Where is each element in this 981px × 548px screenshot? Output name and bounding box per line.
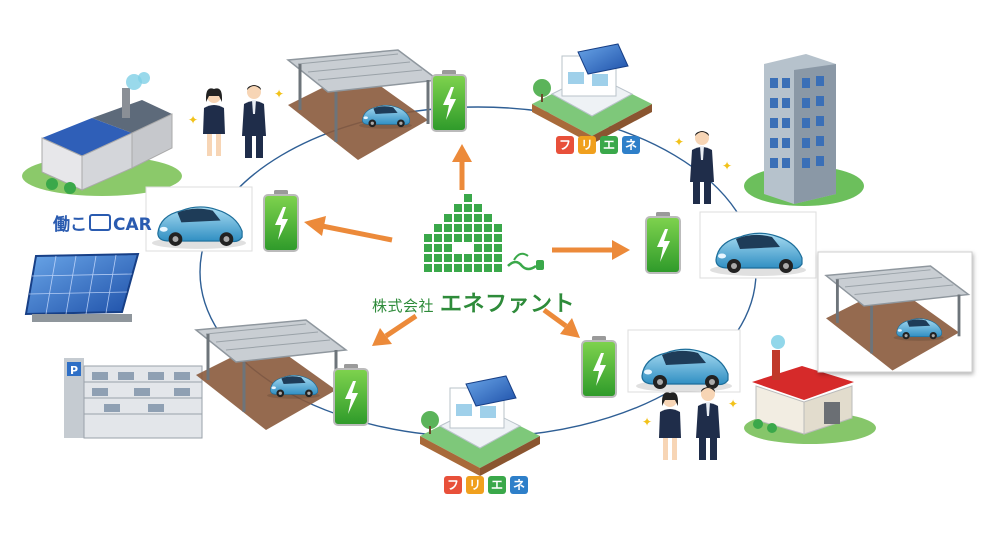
company-brand: エネファント: [440, 292, 576, 317]
solar-panel-illustration: [24, 252, 140, 322]
factory-illustration: [22, 72, 182, 196]
svg-text:✦: ✦: [674, 135, 684, 149]
company-prefix: 株式会社: [372, 297, 435, 315]
small-factory-illustration: [744, 335, 876, 444]
business-people-bottom-right: ✦✦: [642, 387, 738, 460]
svg-text:✦: ✦: [642, 415, 652, 429]
arrow-down-right: [542, 307, 580, 338]
company-logo-house-icon: [424, 194, 544, 272]
office-building-illustration: [744, 54, 864, 206]
svg-text:✦: ✦: [728, 397, 738, 411]
badge-tile: フ: [444, 476, 462, 494]
svg-text:✦: ✦: [274, 87, 284, 101]
parking-garage-illustration: P: [64, 358, 203, 439]
service-name-part2: CAR: [113, 215, 152, 235]
badge-tile: エ: [488, 476, 506, 494]
solar-carport-top: [288, 50, 438, 160]
svg-text:✦: ✦: [188, 113, 198, 127]
badge-tile: リ: [466, 476, 484, 494]
badge-tile: リ: [578, 136, 596, 154]
solar-carport-bottom: [196, 320, 346, 430]
badge-tile: ネ: [510, 476, 528, 494]
arrow-right: [552, 240, 630, 260]
solar-house-bottom: [419, 375, 541, 477]
battery-icon: [333, 363, 369, 426]
arrow-down-left: [372, 313, 418, 346]
badge-tile: エ: [600, 136, 618, 154]
badge-tile: フ: [556, 136, 574, 154]
battery-icon: [645, 211, 681, 274]
arrow-up: [452, 144, 472, 190]
svg-text:P: P: [70, 364, 78, 377]
battery-icon: [581, 335, 617, 398]
business-person-right: ✦✦: [674, 131, 732, 204]
svg-text:✦: ✦: [722, 159, 732, 173]
flow-arrows: [304, 144, 630, 346]
arrow-left: [304, 216, 393, 243]
service-name-part1: 働こ: [53, 215, 87, 235]
service-name: 働こ CAR: [53, 210, 152, 235]
solar-house-top: [531, 43, 653, 145]
battery-icon: [431, 69, 467, 132]
badge-tile: ネ: [622, 136, 640, 154]
car-icon: [89, 214, 111, 231]
company-name: 株式会社エネファント: [372, 286, 575, 318]
business-people-top-left: ✦✦: [188, 85, 284, 158]
battery-icon: [263, 189, 299, 252]
